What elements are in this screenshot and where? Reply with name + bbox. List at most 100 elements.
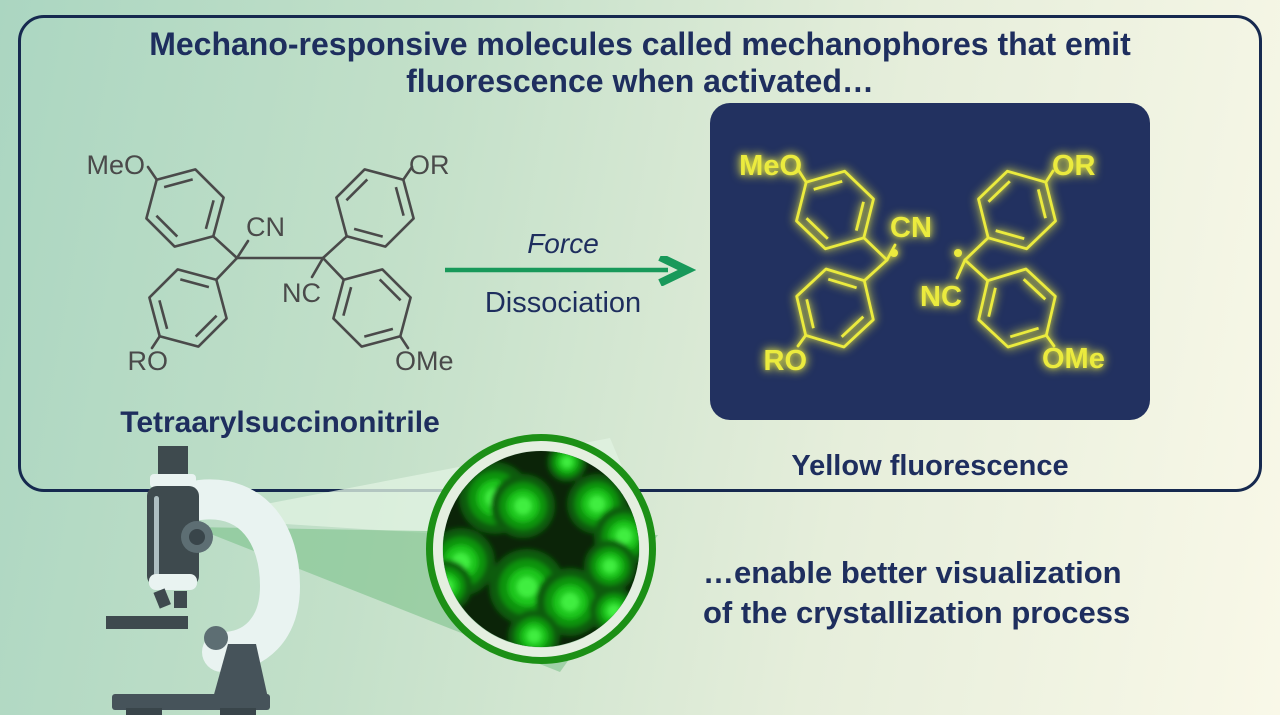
label-meo: MeO: [739, 150, 802, 182]
double-bond: [987, 180, 1011, 203]
bond: [310, 256, 325, 279]
microscope-lower-knob: [204, 626, 228, 650]
main-title-line2: fluorescence when activated…: [406, 63, 874, 99]
double-bond: [204, 199, 215, 230]
product-caption: Yellow fluorescence: [791, 450, 1069, 482]
bond: [963, 236, 990, 262]
reaction-arrow: [445, 256, 696, 286]
double-bond: [1022, 278, 1047, 301]
bond: [212, 235, 239, 260]
double-bond: [363, 327, 394, 338]
reaction-arrow-labels: Force Dissociation: [430, 228, 696, 320]
bond: [955, 258, 967, 280]
crystal-blobs: [443, 451, 639, 647]
bond: [398, 335, 410, 350]
double-bond: [378, 278, 402, 302]
double-bond: [805, 298, 815, 329]
bond: [1044, 169, 1055, 184]
bond: [235, 239, 250, 260]
microscope-nosepiece: [149, 574, 197, 590]
double-bond: [987, 287, 997, 318]
crystal-lobe: [561, 456, 573, 468]
double-bond: [827, 277, 858, 290]
label-ro: RO: [764, 345, 808, 377]
double-bond: [995, 229, 1025, 241]
micrograph-inner-ring: [432, 440, 650, 658]
double-bond: [179, 278, 210, 289]
main-title: Mechano-responsive molecules called mech…: [18, 26, 1262, 100]
label-nc: NC: [282, 278, 321, 308]
radical-dot: [954, 249, 962, 257]
microscope-base-foot-left: [126, 708, 162, 715]
label-or: OR: [409, 150, 450, 180]
label-cn: CN: [890, 212, 932, 244]
conclusion-line2: of the crystallization process: [703, 595, 1131, 630]
crystal-lobe: [615, 527, 633, 545]
microscope-focus-knob-center: [189, 529, 205, 545]
double-bond: [854, 201, 865, 231]
double-bond: [813, 179, 843, 191]
microscope-icon: [106, 446, 300, 715]
bond: [321, 235, 349, 260]
bond: [963, 258, 990, 283]
reactant-caption: Tetraarylsuccinonitrile: [120, 406, 440, 439]
bond: [862, 258, 889, 283]
label-ome: OMe: [1042, 343, 1105, 375]
microscope-base: [112, 694, 270, 710]
radical-dot: [890, 249, 898, 257]
force-label: Force: [527, 228, 599, 259]
bond: [215, 256, 239, 281]
double-bond: [342, 286, 353, 317]
microscope-tube: [147, 486, 199, 586]
bond: [150, 335, 161, 350]
bond: [146, 165, 158, 182]
microscope-eyepiece: [158, 446, 188, 478]
microscope-stage: [106, 616, 188, 629]
dissociation-label: Dissociation: [484, 287, 642, 319]
microscope-base-foot-right: [220, 708, 256, 715]
double-bond: [394, 186, 405, 217]
label-nc: NC: [920, 281, 962, 313]
double-bond: [163, 178, 194, 189]
bond: [797, 169, 808, 184]
crystal-lobe: [516, 576, 538, 598]
conclusion-line1: …enable better visualization: [703, 555, 1122, 590]
label-ro: RO: [128, 346, 169, 376]
fluorescence-box: MeO OR CN NC RO OMe: [710, 103, 1150, 420]
arrow-head: [658, 256, 696, 286]
bond: [401, 165, 414, 182]
double-bond: [840, 315, 865, 338]
main-title-line1: Mechano-responsive molecules called mech…: [149, 26, 1131, 62]
crystal-lobe: [514, 497, 532, 515]
bond: [796, 333, 808, 348]
label-cn: CN: [246, 212, 285, 242]
crystal-micrograph: [426, 434, 656, 664]
crystal-lobe: [603, 559, 617, 573]
bond: [321, 256, 346, 281]
double-bond: [158, 299, 169, 330]
micrograph-outer-ring: [426, 434, 656, 664]
bond: [862, 236, 889, 262]
double-bond: [1036, 189, 1047, 219]
double-bond: [194, 314, 218, 338]
microscope-foot: [213, 644, 268, 698]
label-or: OR: [1052, 150, 1096, 182]
microscope-objective-left: [153, 588, 171, 609]
double-bond: [155, 214, 179, 238]
conclusion-text: …enable better visualization of the crys…: [703, 553, 1130, 633]
label-meo: MeO: [86, 150, 145, 180]
double-bond: [345, 178, 369, 202]
microscope-objective-right: [174, 591, 187, 608]
crystal-lobe: [588, 495, 606, 513]
double-bond: [805, 217, 829, 240]
microscope-collar: [150, 474, 196, 488]
crystal-lobe: [527, 629, 541, 643]
microscope-tube-highlight: [154, 496, 159, 576]
bond: [1044, 333, 1056, 348]
double-bond: [1009, 326, 1040, 339]
label-ome: OMe: [395, 346, 454, 376]
reactant-structure: MeO OR CN NC RO OMe: [86, 150, 454, 376]
double-bond: [353, 227, 384, 238]
product-structure: MeO OR CN NC RO OMe: [739, 150, 1105, 377]
